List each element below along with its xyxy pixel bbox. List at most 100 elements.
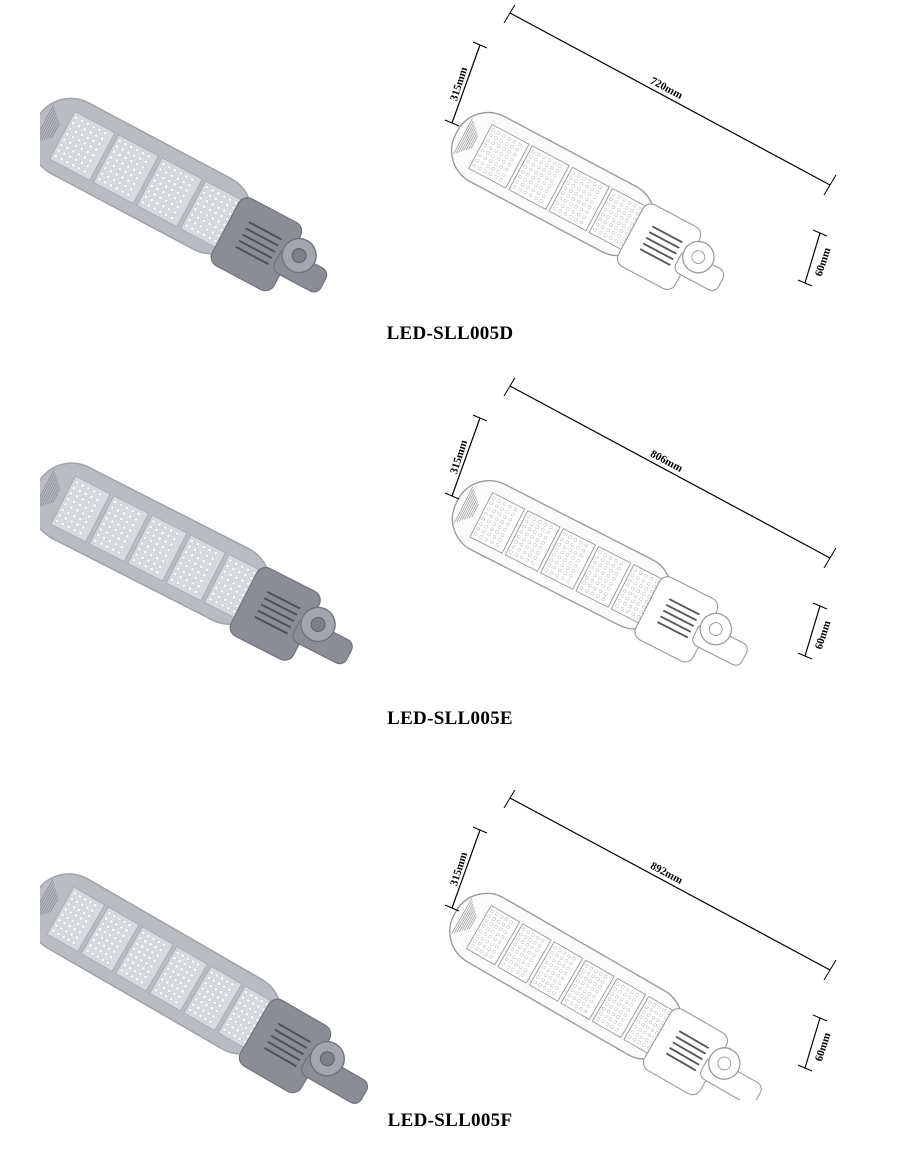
led-dot xyxy=(146,530,150,535)
led-dot xyxy=(133,969,137,973)
led-dot xyxy=(524,955,529,960)
led-dot xyxy=(600,558,605,562)
led-dot xyxy=(510,947,514,952)
led-dot xyxy=(71,135,76,140)
led-dot xyxy=(564,959,569,963)
led-dot xyxy=(499,152,503,156)
led-dot xyxy=(190,539,194,543)
led-dot xyxy=(619,242,624,246)
led-dot xyxy=(582,581,586,585)
led-dot xyxy=(107,525,112,529)
led-dot xyxy=(609,223,613,227)
led-dot xyxy=(617,221,621,225)
led-dot xyxy=(125,506,129,510)
led-dot xyxy=(662,1008,666,1013)
led-dot xyxy=(593,227,597,232)
led-dot xyxy=(68,910,73,915)
led-dot xyxy=(102,944,106,948)
led-dot xyxy=(244,1026,248,1030)
led-dot xyxy=(478,153,482,158)
led-dot xyxy=(210,992,215,997)
led-dot xyxy=(199,578,204,583)
vent-slot xyxy=(41,477,57,507)
led-dot xyxy=(620,594,624,598)
led-dot xyxy=(518,188,522,192)
led-dot xyxy=(202,559,206,564)
led-dot xyxy=(602,1007,606,1011)
led-dot xyxy=(628,591,632,596)
led-dot xyxy=(80,133,84,137)
led-dot xyxy=(601,225,605,230)
led-dot xyxy=(82,155,87,160)
led-dot xyxy=(636,1020,640,1024)
heat-fin xyxy=(241,233,276,253)
led-dot xyxy=(138,936,143,941)
heat-fin xyxy=(263,1046,297,1068)
led-dot xyxy=(488,133,493,138)
led-dot xyxy=(627,201,632,205)
led-dot xyxy=(205,989,210,994)
led-dot xyxy=(229,586,233,591)
led-dot xyxy=(579,181,584,186)
led-dot xyxy=(511,967,515,972)
led-dot xyxy=(490,909,494,914)
led-dot xyxy=(608,556,613,560)
led-dot xyxy=(173,210,177,215)
led-dot xyxy=(68,154,73,159)
led-dot xyxy=(659,1013,663,1018)
led-dot xyxy=(497,940,502,944)
led-dot xyxy=(85,136,90,140)
led-dot xyxy=(220,575,224,580)
led-dot xyxy=(557,555,562,560)
led-dot xyxy=(528,553,532,557)
led-dot xyxy=(497,920,501,924)
led-dot xyxy=(502,502,507,506)
led-dot xyxy=(170,983,175,988)
led-dot xyxy=(194,997,199,1002)
led-dot xyxy=(190,581,195,586)
led-dot xyxy=(63,907,68,912)
led-dot xyxy=(117,153,122,157)
led-dot xyxy=(190,567,195,572)
led-dot xyxy=(69,519,74,524)
led-dot xyxy=(576,559,581,563)
led-dot xyxy=(207,222,212,226)
led-dot xyxy=(519,542,524,547)
led-dot xyxy=(531,188,535,193)
led-dot xyxy=(151,937,156,941)
led-dot xyxy=(529,958,533,962)
led-dot xyxy=(582,202,586,207)
led-dot xyxy=(201,1008,206,1013)
length-dimension-line xyxy=(509,385,831,559)
led-dot xyxy=(622,211,626,215)
led-dot xyxy=(141,931,146,935)
led-dot xyxy=(533,530,537,534)
led-dot xyxy=(88,144,93,149)
led-dot xyxy=(205,567,209,572)
led-dot xyxy=(135,176,139,181)
vent-slot xyxy=(46,117,59,140)
led-dot xyxy=(488,172,493,176)
led-dot xyxy=(579,1006,583,1011)
led-dot xyxy=(586,1004,591,1009)
led-dot xyxy=(492,917,496,921)
led-dot xyxy=(523,165,528,169)
led-dot xyxy=(506,925,510,929)
led-dot xyxy=(489,922,493,926)
led-dot xyxy=(498,927,503,932)
led-dot xyxy=(152,206,157,211)
led-dot xyxy=(500,507,504,511)
led-dot xyxy=(72,486,76,490)
led-dot xyxy=(217,981,221,986)
led-dot xyxy=(612,577,616,581)
vent-slot xyxy=(461,908,475,932)
led-dot xyxy=(249,993,254,998)
led-dot xyxy=(117,167,122,171)
led-dot xyxy=(158,948,163,953)
led-dot xyxy=(217,594,222,599)
led-dot xyxy=(566,194,570,198)
led-dot xyxy=(220,976,224,981)
led-dot xyxy=(208,1020,213,1024)
